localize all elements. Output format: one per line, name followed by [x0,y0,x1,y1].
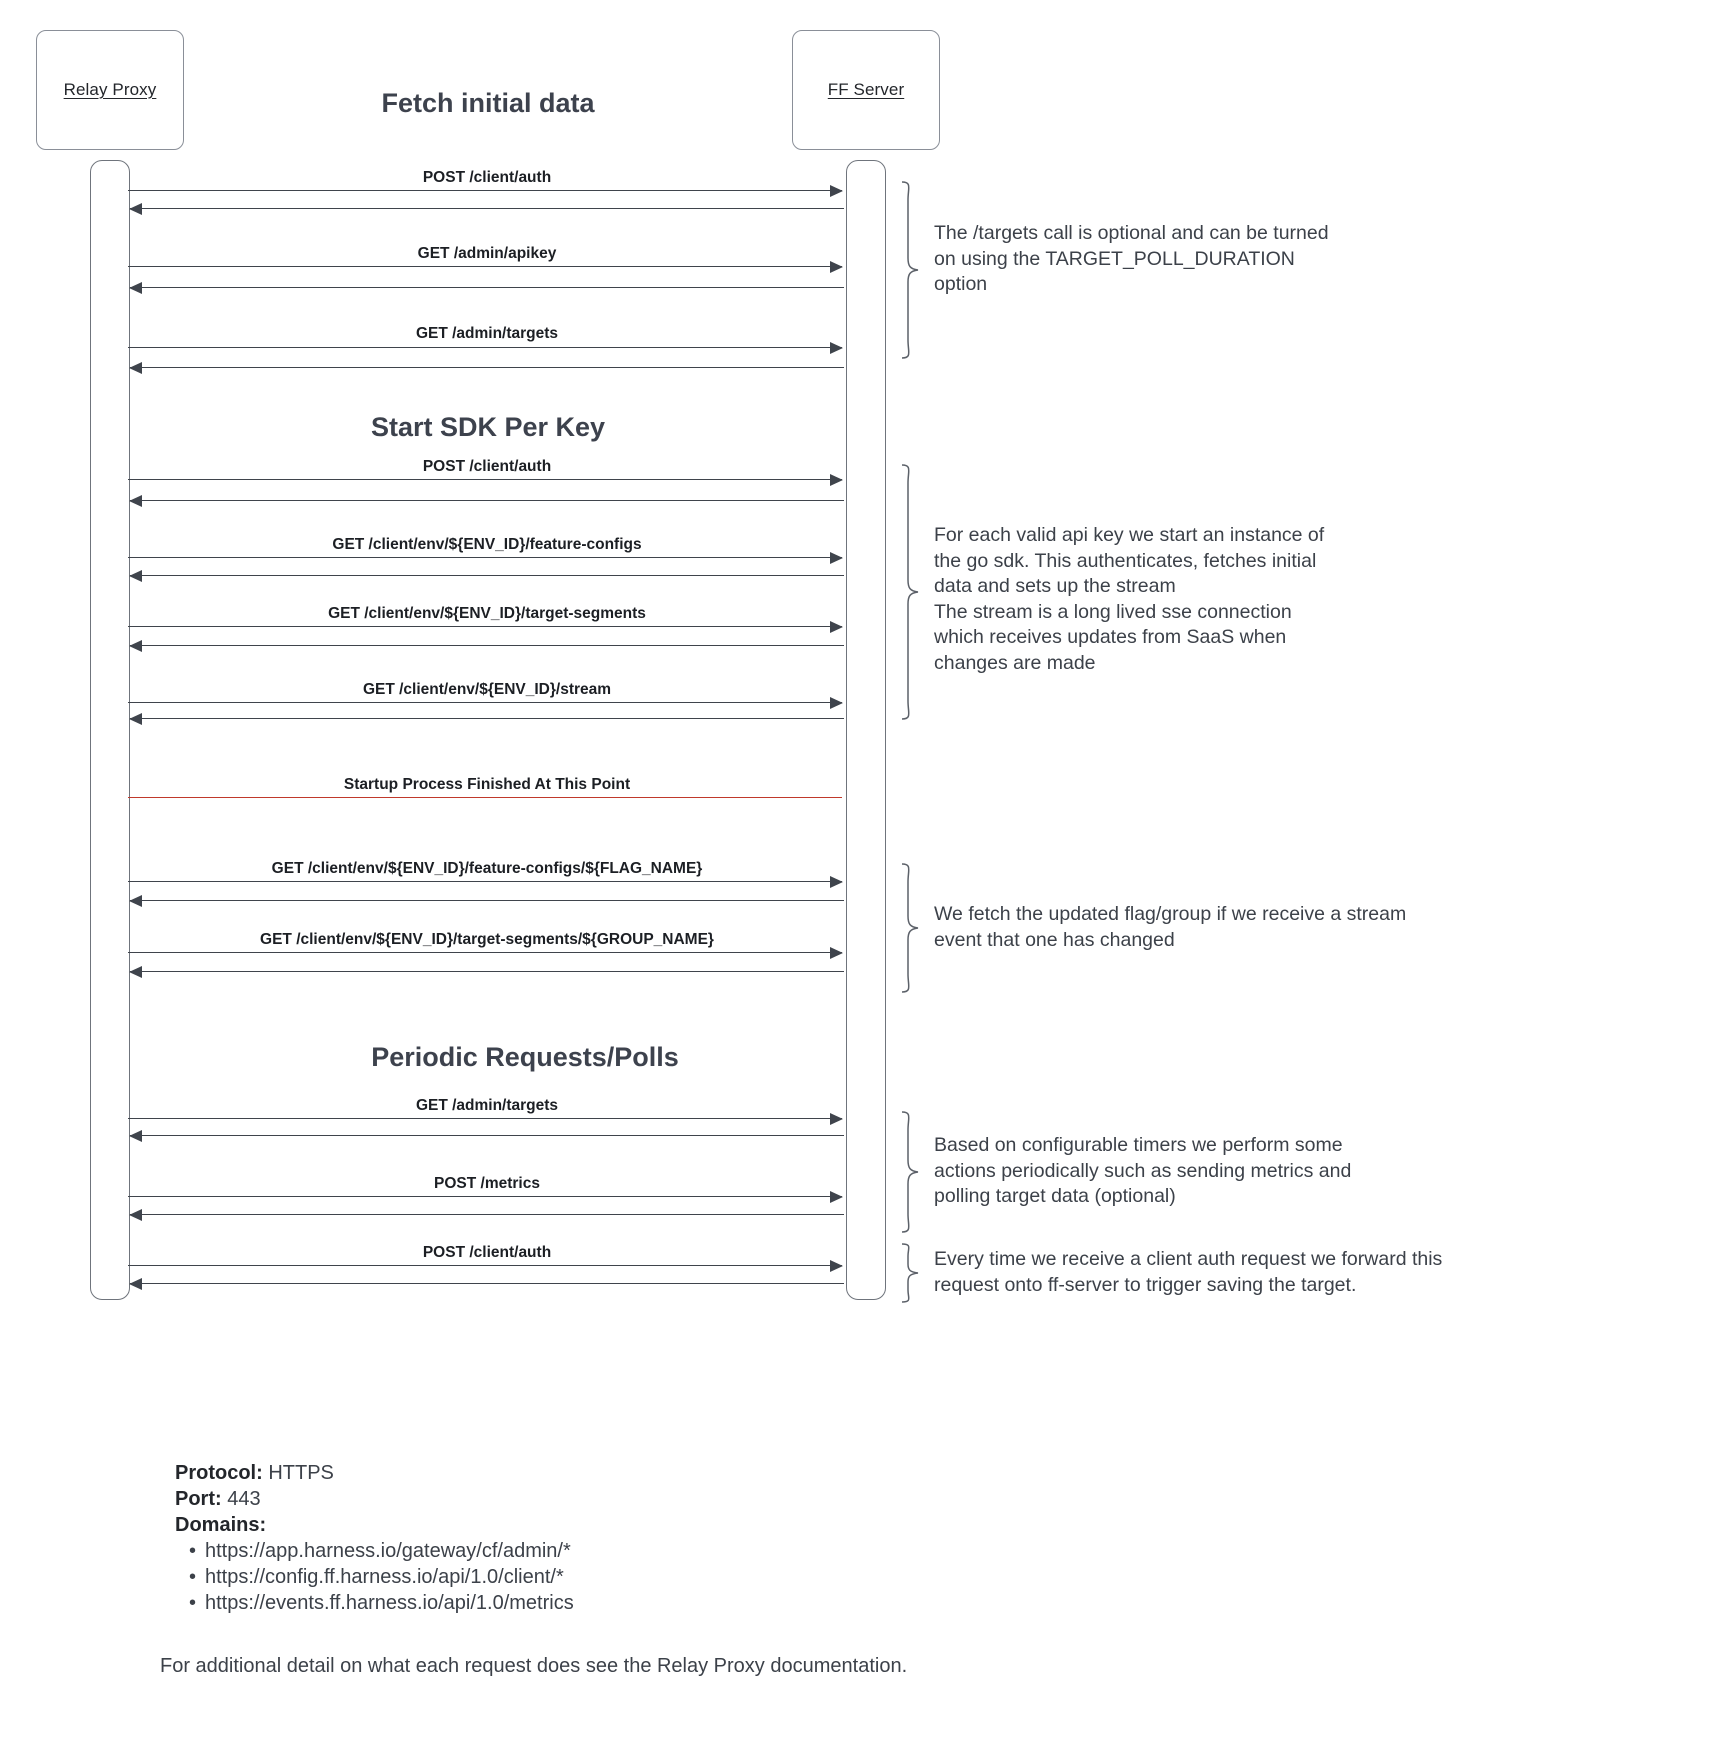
participant-label-relay-proxy: Relay Proxy [63,80,157,99]
lifeline-activation-ff-server [846,160,886,1300]
divider-label-startup-finished: Startup Process Finished At This Point [343,776,631,793]
message-arrow-request-12 [128,1259,843,1272]
annotation-brace-3 [898,862,922,994]
message-arrow-response-1 [129,202,844,215]
message-arrow-request-1 [128,184,843,197]
message-label-get-admin-targets-2: GET /admin/targets [415,1097,559,1114]
footer-protocol-label: Protocol: [175,1462,263,1484]
divider-line [128,797,842,798]
message-arrow-request-9 [128,946,843,959]
message-arrow-response-8 [129,894,844,907]
message-arrow-response-5 [129,569,844,582]
message-arrow-request-11 [128,1190,843,1203]
annotation-brace-4 [898,1110,922,1234]
message-arrow-request-2 [128,260,843,273]
annotation-brace-1 [898,180,922,360]
list-item: https://config.ff.harness.io/api/1.0/cli… [189,1564,574,1590]
participant-box-ff-server[interactable]: FF Server [792,30,940,150]
message-label-post-client-auth-1: POST /client/auth [422,169,552,186]
footer-port-label: Port: [175,1488,222,1510]
annotation-note-4: Based on configurable timers we perform … [934,1134,1352,1207]
footer-protocol-value: HTTPS [268,1462,334,1484]
message-arrow-response-10 [129,1129,844,1142]
participant-label-ff-server: FF Server [827,80,905,99]
message-label-post-metrics: POST /metrics [434,1175,540,1192]
message-arrow-request-3 [128,341,843,354]
message-arrow-response-4 [129,494,844,507]
annotation-note-2: For each valid api key we start an insta… [934,524,1325,674]
message-label-get-feature-configs: GET /client/env/${ENV_ID}/feature-config… [332,536,642,553]
message-label-get-stream: GET /client/env/${ENV_ID}/stream [362,681,612,698]
footer-protocol-row: Protocol: HTTPS [175,1460,574,1486]
footer-footnote: For additional detail on what each reque… [160,1655,908,1677]
annotation-note-1: The /targets call is optional and can be… [934,222,1329,295]
message-arrow-response-6 [129,639,844,652]
footer-domains-row: Domains: [175,1512,574,1538]
annotation-note-3: We fetch the updated flag/group if we re… [934,903,1407,951]
message-label-get-admin-apikey: GET /admin/apikey [417,245,557,262]
message-label-get-feature-config-flag: GET /client/env/${ENV_ID}/feature-config… [271,860,703,877]
message-label-post-client-auth-2: POST /client/auth [422,458,552,475]
annotation-note-5: Every time we receive a client auth requ… [934,1248,1443,1296]
message-arrow-response-3 [129,361,844,374]
message-arrow-response-12 [129,1277,844,1290]
footer-port-row: Port: 443 [175,1486,574,1512]
message-arrow-request-7 [128,696,843,709]
footer-port-value: 443 [227,1488,261,1510]
annotation-brace-2 [898,463,922,721]
message-arrow-response-2 [129,281,844,294]
footer-domains-list: https://app.harness.io/gateway/cf/admin/… [175,1538,574,1616]
message-label-get-target-segments: GET /client/env/${ENV_ID}/target-segment… [328,605,646,622]
footer-details: Protocol: HTTPS Port: 443 Domains: https… [175,1460,574,1616]
message-arrow-request-10 [128,1112,843,1125]
message-label-get-target-segment-group: GET /client/env/${ENV_ID}/target-segment… [260,931,714,948]
participant-box-relay-proxy[interactable]: Relay Proxy [36,30,184,150]
message-arrow-response-11 [129,1208,844,1221]
list-item: https://events.ff.harness.io/api/1.0/met… [189,1590,574,1616]
message-arrow-request-4 [128,473,843,486]
message-label-post-client-auth-3: POST /client/auth [422,1244,552,1261]
list-item: https://app.harness.io/gateway/cf/admin/… [189,1538,574,1564]
annotation-brace-5 [898,1242,922,1304]
message-arrow-request-6 [128,620,843,633]
message-arrow-request-8 [128,875,843,888]
lifeline-activation-relay-proxy [90,160,130,1300]
message-arrow-response-9 [129,965,844,978]
section-title-start-sdk-per-key: Start SDK Per Key [370,412,606,442]
section-title-fetch-initial-data: Fetch initial data [381,88,595,118]
section-title-periodic-requests: Periodic Requests/Polls [371,1042,679,1072]
message-arrow-request-5 [128,551,843,564]
footer-domains-label: Domains: [175,1514,267,1536]
message-arrow-response-7 [129,712,844,725]
message-label-get-admin-targets-1: GET /admin/targets [415,325,559,342]
